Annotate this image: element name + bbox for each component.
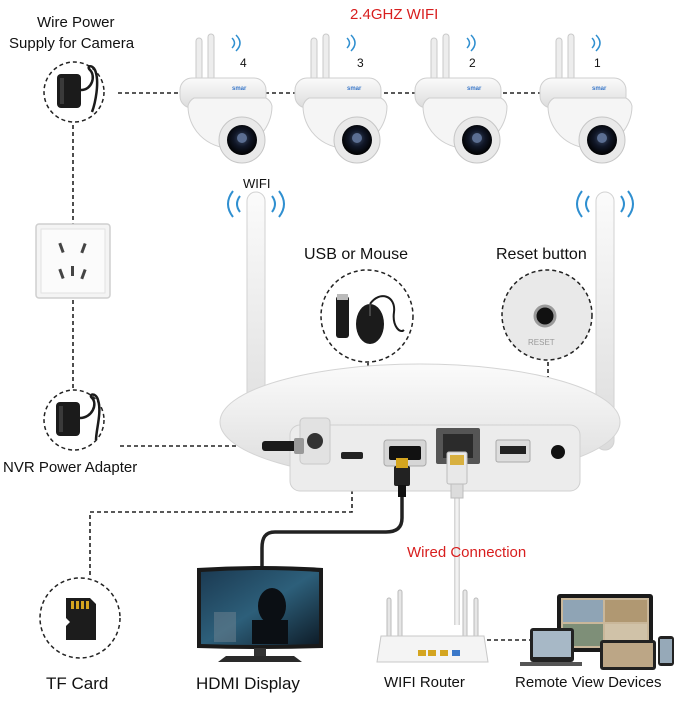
monitor-icon bbox=[197, 566, 323, 662]
ethernet-plug-icon bbox=[446, 451, 468, 499]
hdmi-plug-icon bbox=[394, 458, 410, 497]
router-icon bbox=[376, 589, 489, 663]
camera-2-number: 2 bbox=[469, 56, 476, 70]
reset-button-inset: RESET bbox=[501, 269, 593, 361]
reset-button-label: Reset button bbox=[496, 246, 587, 263]
hdmi-display-label: HDMI Display bbox=[196, 674, 300, 693]
nvr-power-plug-icon bbox=[262, 438, 304, 454]
wire-power-label-line1: Wire Power bbox=[37, 14, 115, 31]
wall-socket-icon bbox=[35, 223, 111, 299]
wifi-label: WIFI bbox=[243, 176, 271, 191]
camera-1-brand: smar bbox=[592, 86, 607, 92]
reset-port-label: RESET bbox=[528, 338, 555, 347]
hdmi-cable bbox=[260, 495, 404, 575]
camera-1-number: 1 bbox=[594, 56, 601, 70]
camera-3-brand: smar bbox=[347, 86, 362, 92]
wired-connection-label: Wired Connection bbox=[407, 544, 527, 561]
nvr-power-adapter-icon bbox=[43, 389, 105, 451]
usb-mouse-label: USB or Mouse bbox=[304, 246, 409, 263]
remote-view-label: Remote View Devices bbox=[515, 674, 662, 691]
camera-2-brand: smar bbox=[467, 86, 482, 92]
camera-4-brand: smar bbox=[232, 86, 247, 92]
camera-3-number: 3 bbox=[357, 56, 364, 70]
camera-3 bbox=[294, 33, 388, 164]
mouse-icon bbox=[356, 295, 405, 344]
camera-4 bbox=[179, 33, 273, 164]
tf-card-icon bbox=[66, 598, 96, 640]
wifi-band-label: 2.4GHZ WIFI bbox=[350, 6, 439, 23]
wifi-signal-icon bbox=[227, 190, 634, 218]
wifi-router-label: WIFI Router bbox=[384, 674, 465, 691]
nvr-box bbox=[219, 363, 621, 492]
camera-2 bbox=[414, 33, 508, 164]
usb-mouse-inset bbox=[320, 269, 414, 363]
usb-dongle-icon bbox=[336, 294, 349, 338]
remote-devices-icon bbox=[520, 594, 674, 670]
wire-power-label-line2: Supply for Camera bbox=[9, 35, 135, 52]
tf-card-inset bbox=[39, 577, 121, 659]
tf-card-label: TF Card bbox=[46, 674, 109, 693]
nvr-antenna-right bbox=[595, 191, 615, 451]
camera-1 bbox=[539, 33, 633, 164]
camera-4-number: 4 bbox=[240, 56, 247, 70]
camera-power-adapter-icon bbox=[43, 61, 105, 123]
nvr-power-label: NVR Power Adapter bbox=[3, 459, 138, 476]
